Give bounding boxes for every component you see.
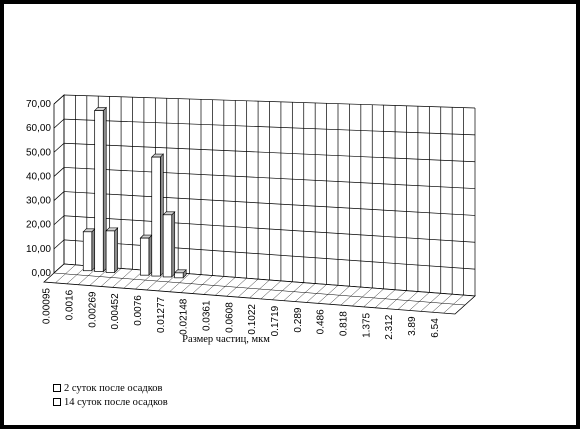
x-tick-label: 0.01277 xyxy=(156,296,167,333)
x-tick-label: 0.289 xyxy=(293,307,304,332)
y-tick-label: 10,00 xyxy=(26,244,51,255)
bar-chart-3d: 0,00 10,00 20,00 30,00 40,00 50,00 60,00 70,00 0… xyxy=(26,94,476,345)
chart-frame: 0,00 10,00 20,00 30,00 40,00 50,00 60,00 70,00 0… xyxy=(4,4,576,425)
bar xyxy=(162,214,173,278)
floor-gridline xyxy=(295,283,316,302)
legend-swatch xyxy=(53,398,61,406)
floor-gridline xyxy=(329,286,350,305)
bar xyxy=(82,231,93,272)
y-tick-label: 30,00 xyxy=(26,196,51,207)
bar xyxy=(139,237,150,276)
x-tick-label: 0.02148 xyxy=(179,298,190,335)
x-tick-label: 0.0016 xyxy=(65,289,76,320)
x-tick-label: 0.00452 xyxy=(110,293,121,330)
floor-gridline xyxy=(352,287,373,307)
floor-gridline xyxy=(306,284,327,303)
bar xyxy=(174,272,184,279)
floor-gridline xyxy=(43,263,65,283)
x-tick-label: 0.818 xyxy=(339,311,350,336)
x-tick-label: 0.1022 xyxy=(247,304,258,335)
y-tick-label: 0,00 xyxy=(32,268,52,279)
floor-gridline xyxy=(397,291,419,310)
floor-gridline xyxy=(100,268,122,287)
legend-item-series-2: 14 суток после осадков xyxy=(53,395,168,409)
x-tick-label: 0.486 xyxy=(316,309,327,334)
y-tick-label: 40,00 xyxy=(26,171,51,182)
x-tick-label: 0.00095 xyxy=(42,288,53,325)
y-tick-label: 60,00 xyxy=(26,123,51,134)
floor-gridline xyxy=(374,289,396,308)
floor-gridline xyxy=(192,275,213,294)
bar xyxy=(94,110,104,272)
legend-label: 14 суток после осадков xyxy=(64,396,168,408)
y-gridline-side xyxy=(53,239,65,250)
x-tick-label: 0.0361 xyxy=(202,300,213,331)
x-tick-label: 3.89 xyxy=(407,316,418,336)
floor-gridline xyxy=(272,281,293,300)
floor-gridline xyxy=(386,290,407,309)
floor-gridline xyxy=(443,294,464,314)
floor-gridline xyxy=(215,277,236,296)
floor-gridline xyxy=(237,278,259,298)
y-gridline-side xyxy=(53,191,65,201)
x-axis-title: Размер частиц, мкм xyxy=(182,334,270,345)
y-tick-label: 70,00 xyxy=(26,99,51,110)
y-gridline-side xyxy=(53,118,65,129)
floor-gridline xyxy=(432,294,453,313)
legend-item-series-1: 2 суток после осадков xyxy=(53,381,168,395)
x-tick-label: 0.1719 xyxy=(270,305,281,336)
x-tick-label: 0.00269 xyxy=(87,291,98,328)
y-tick-label: 20,00 xyxy=(26,220,51,231)
x-tick-label: 0.0608 xyxy=(224,302,235,333)
floor-gridline xyxy=(283,282,304,301)
bar-side xyxy=(114,227,118,274)
y-gridline-side xyxy=(53,143,65,153)
bar-side xyxy=(171,211,176,278)
legend: 2 суток после осадков 14 суток после оса… xyxy=(53,381,168,409)
floor-gridline xyxy=(55,264,76,284)
left-wall xyxy=(53,94,65,274)
floor-gridline xyxy=(363,288,384,308)
bar xyxy=(105,230,116,273)
legend-label: 2 суток после осадков xyxy=(64,382,163,394)
x-tick-label: 6.54 xyxy=(430,318,441,338)
floor-gridline xyxy=(454,295,476,315)
floor-gridline xyxy=(112,269,133,288)
y-gridline-side xyxy=(53,215,65,225)
x-tick-label: 1.375 xyxy=(361,312,372,337)
floor-gridline xyxy=(317,285,339,304)
floor-gridline xyxy=(249,279,270,299)
y-gridline-side xyxy=(53,94,65,105)
floor-gridline xyxy=(340,286,361,306)
bar xyxy=(151,156,161,277)
y-gridline-side xyxy=(53,167,65,177)
x-tick-label: 2.312 xyxy=(384,314,395,339)
x-tick-label: 0.0076 xyxy=(133,295,144,326)
floor-gridline xyxy=(226,278,247,297)
y-tick-label: 50,00 xyxy=(26,147,51,158)
floor-gridline xyxy=(409,292,430,311)
legend-swatch xyxy=(53,384,61,392)
floor-gridline xyxy=(203,276,224,295)
floor-gridline xyxy=(260,280,282,300)
floor-gridline xyxy=(169,273,190,292)
floor-gridline xyxy=(180,274,202,293)
floor-gridline xyxy=(420,293,441,312)
